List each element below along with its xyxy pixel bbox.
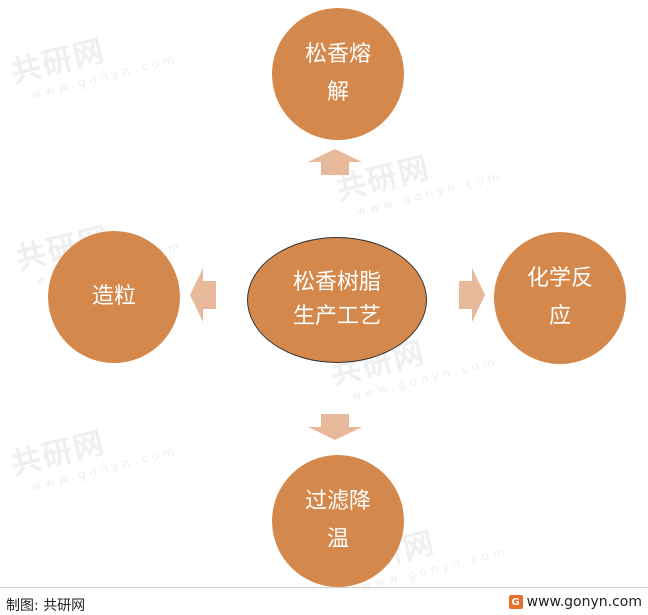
footer-site: G www.gonyn.com xyxy=(508,594,642,610)
center-node: 松香树脂 生产工艺 xyxy=(247,237,427,363)
left-node-line1: 造粒 xyxy=(91,284,136,309)
top-node-line2: 解 xyxy=(326,80,349,105)
top-node-line1: 松香熔 xyxy=(304,42,371,67)
arrow-up-icon xyxy=(308,149,362,175)
arrow-right-icon xyxy=(459,268,485,322)
bottom-node-line1: 过滤降 xyxy=(304,489,371,514)
footer-site-url: www.gonyn.com xyxy=(526,594,642,610)
left-node: 造粒 xyxy=(48,231,180,363)
right-node-line1: 化学反 xyxy=(526,266,593,291)
arrow-left-icon xyxy=(190,268,216,322)
footer-divider xyxy=(0,587,648,588)
gonyn-logo-icon: G xyxy=(508,595,523,609)
bottom-node-line2: 温 xyxy=(326,527,349,552)
center-node-line2: 生产工艺 xyxy=(292,304,381,329)
arrow-down-icon xyxy=(308,414,362,440)
footer-source: 制图: 共研网 xyxy=(6,598,86,614)
center-node-line1: 松香树脂 xyxy=(292,270,381,295)
right-node: 化学反 应 xyxy=(494,232,626,364)
bottom-node: 过滤降 温 xyxy=(272,455,404,587)
top-node: 松香熔 解 xyxy=(272,8,404,140)
right-node-line2: 应 xyxy=(548,304,571,329)
